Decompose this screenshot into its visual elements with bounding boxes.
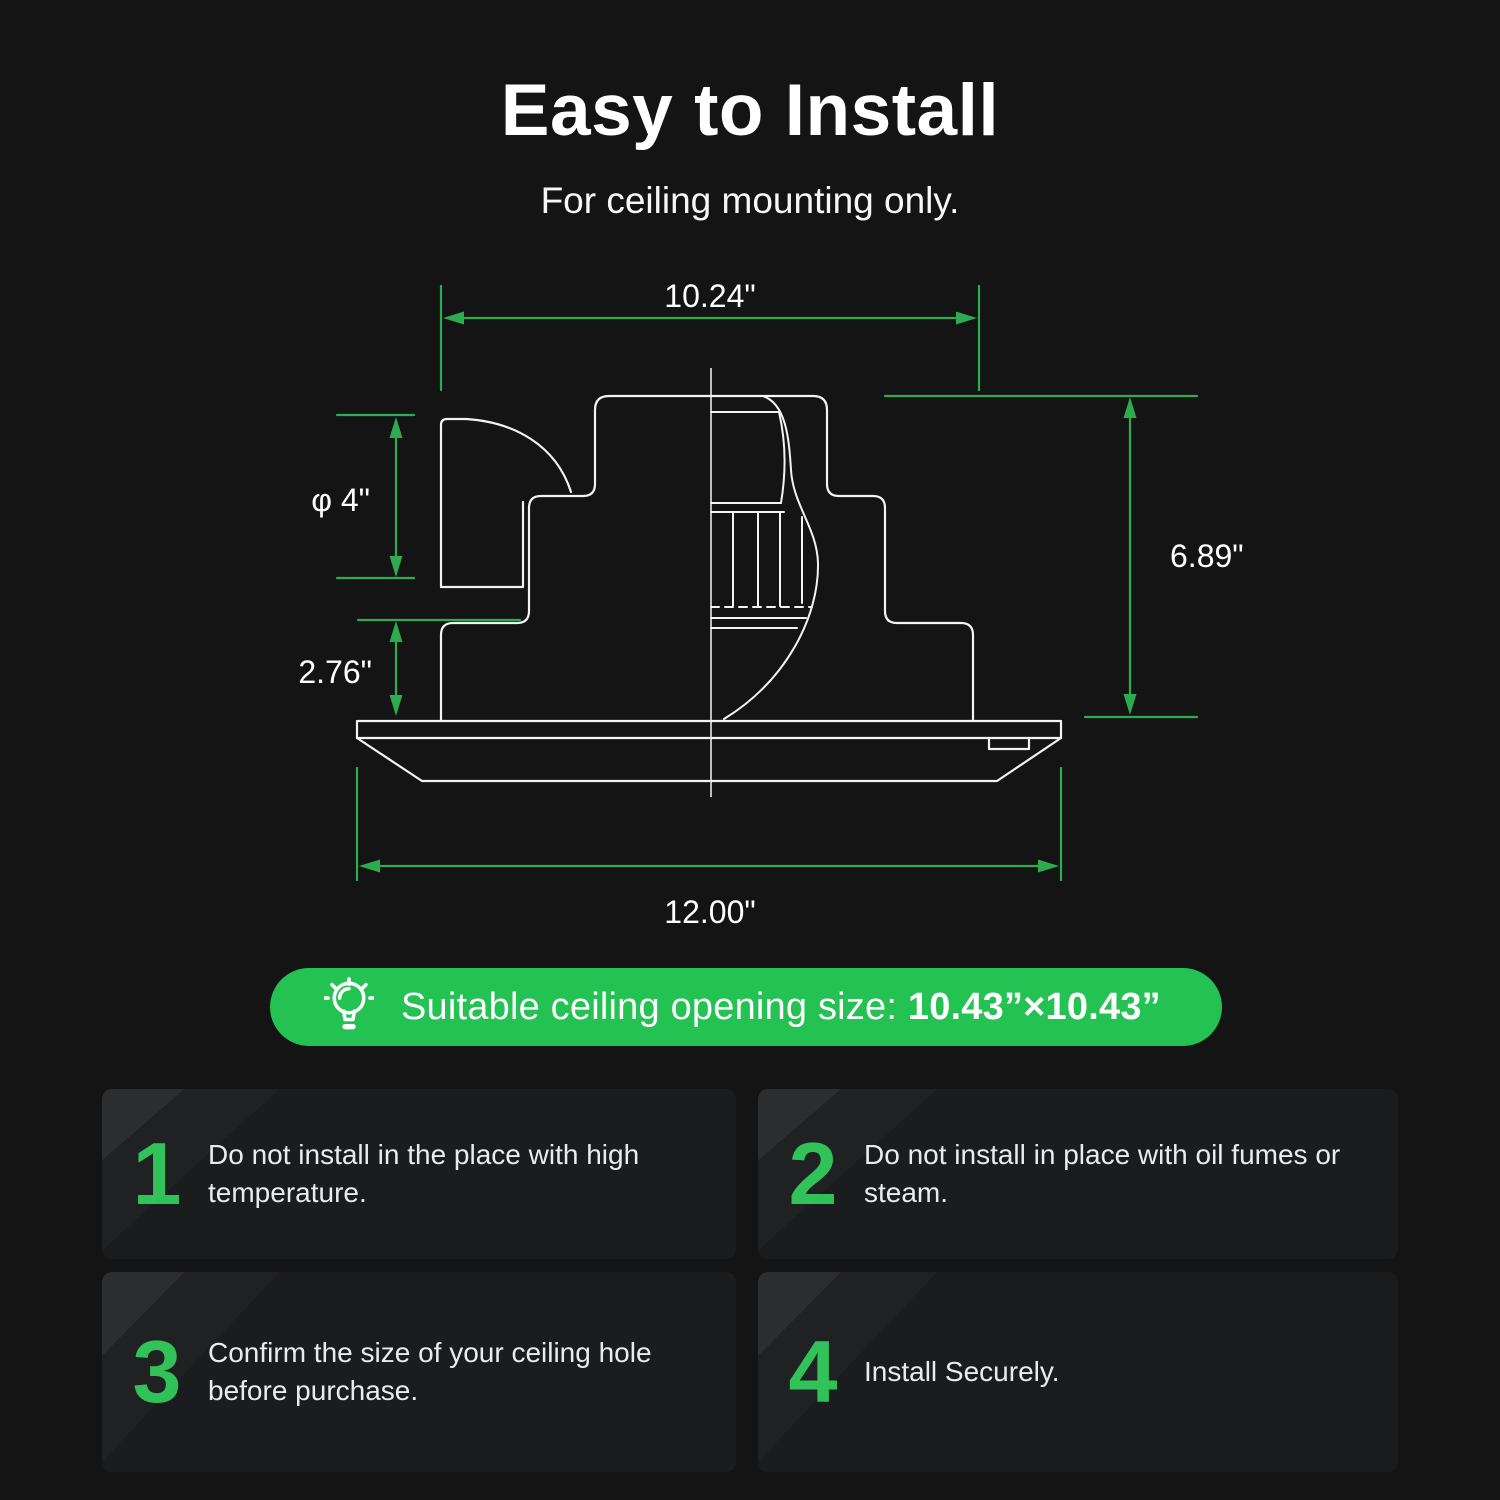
- banner-value: 10.43”×10.43”: [907, 985, 1161, 1028]
- step-number: 1: [132, 1124, 182, 1223]
- fan-internal-section: [710, 395, 820, 720]
- installation-dimensions-diagram: 10.24" φ 4" 2.76" 6.89" 12.00": [298, 278, 1244, 930]
- dimension-lines: [335, 284, 1199, 882]
- step-text: Do not install in the place with high te…: [208, 1139, 640, 1208]
- step-card-3: 3 Confirm the size of your ceiling hole …: [102, 1272, 736, 1472]
- ceiling-opening-banner: Suitable ceiling opening size: 10.43”×10…: [270, 968, 1222, 1046]
- step-number: 3: [132, 1322, 182, 1421]
- step-text: Confirm the size of your ceiling hole be…: [208, 1337, 652, 1406]
- banner-label: Suitable ceiling opening size:: [401, 985, 908, 1028]
- step-card-1: 1 Do not install in the place with high …: [102, 1089, 736, 1259]
- step-card-4: 4 Install Securely.: [758, 1272, 1398, 1472]
- step-number: 4: [788, 1322, 838, 1421]
- dim-label-top-width: 10.24": [664, 278, 755, 314]
- dimension-arrows: [359, 311, 1137, 873]
- dim-label-lower-height: 2.76": [298, 654, 372, 690]
- page-title: Easy to Install: [500, 70, 1000, 151]
- dim-label-total-height: 6.89": [1170, 538, 1244, 574]
- step-number: 2: [788, 1124, 838, 1223]
- lightbulb-icon: [324, 977, 374, 1030]
- fan-housing-outline: [355, 394, 1063, 783]
- step-text: Install Securely.: [864, 1356, 1060, 1388]
- page-subtitle: For ceiling mounting only.: [540, 180, 960, 221]
- dim-label-duct-diameter: φ 4": [311, 482, 370, 518]
- dim-label-flange-width: 12.00": [664, 894, 755, 930]
- step-card-2: 2 Do not install in place with oil fumes…: [758, 1089, 1398, 1259]
- step-text: Do not install in place with oil fumes o…: [864, 1139, 1341, 1208]
- banner-text: Suitable ceiling opening size: 10.43”×10…: [401, 986, 1161, 1029]
